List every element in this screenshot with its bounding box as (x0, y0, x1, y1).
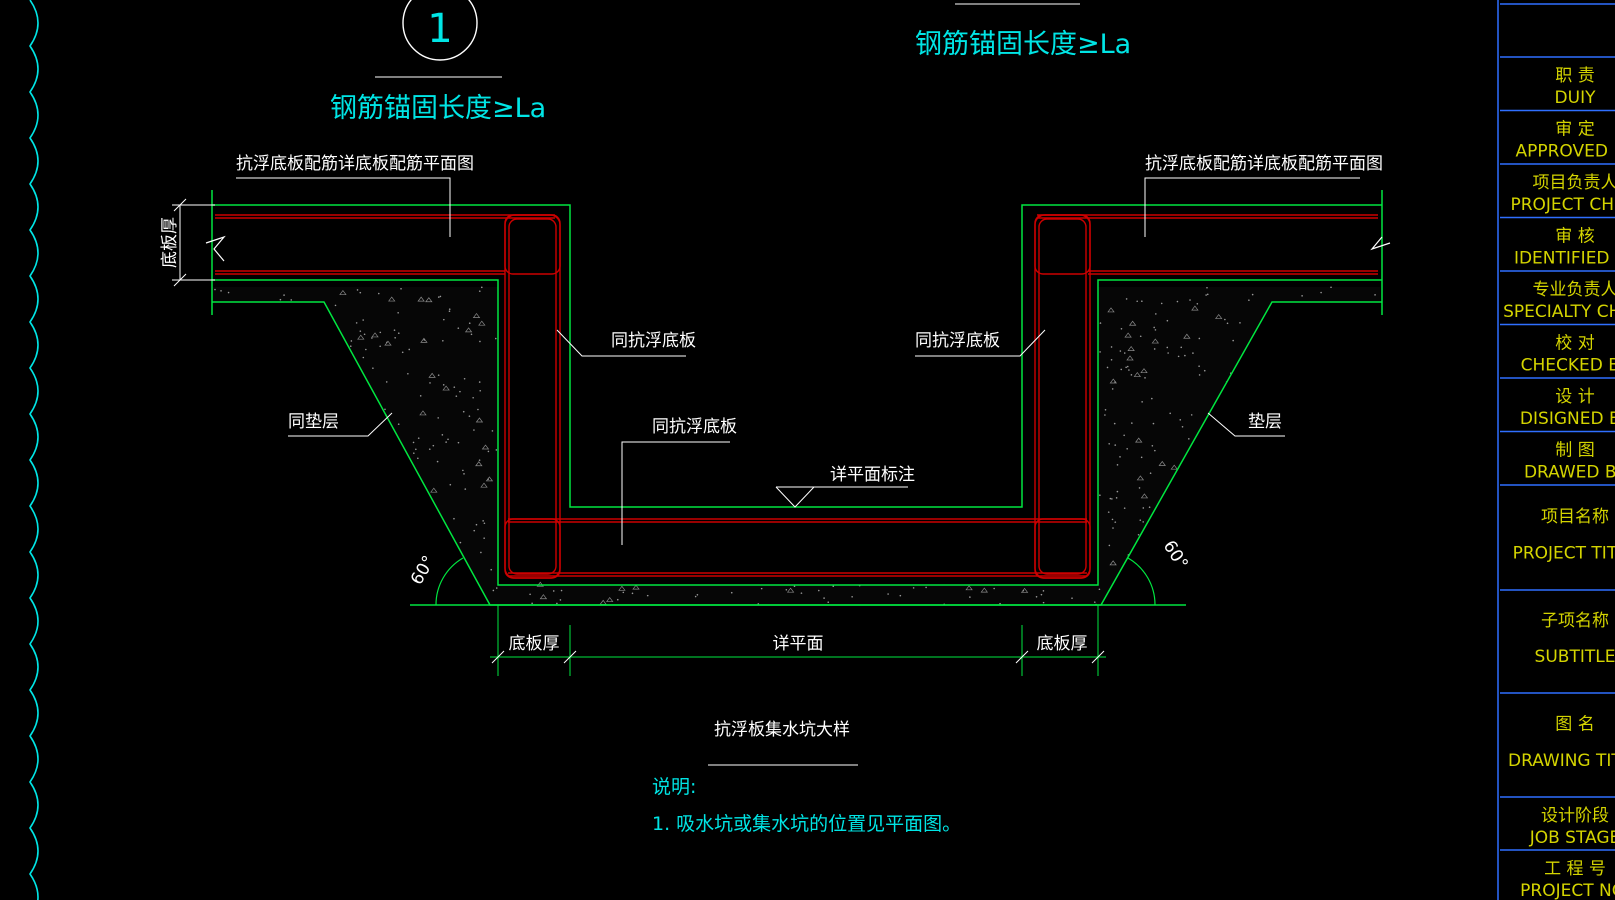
break-symbol-right (1370, 236, 1391, 251)
title-block-project-name-en: PROJECT TITLE (1513, 544, 1615, 564)
anchorage-note-right: 钢筋锚固长度≥La (915, 29, 1131, 60)
cushion-hatch (212, 286, 1380, 606)
angle-right: 60° (1159, 537, 1192, 573)
title-block-role-en: DISIGNED BY (1520, 409, 1615, 429)
callout-level: 详平面标注 (830, 465, 915, 485)
dim-slab-thickness-vertical-text: 底板厚 (160, 217, 180, 268)
rebar (215, 214, 1378, 579)
dim-slab-thickness-left: 底板厚 (509, 634, 560, 654)
title-block-subtitle: 子项名称 (1541, 611, 1609, 631)
title-block-role-en: CHECKED BY (1521, 356, 1615, 376)
title-block-role-en: SPECIALTY CHIEF (1503, 302, 1615, 322)
callout-same-as-slab-left: 同抗浮底板 (611, 331, 696, 351)
dim-slab-thickness-vertical (172, 198, 215, 287)
title-block-role: 校 对 (1555, 334, 1594, 354)
dim-plan: 详平面 (773, 634, 824, 654)
title-block-drawing-title-en: DRAWING TITLE (1508, 751, 1615, 771)
drawing-title: 抗浮板集水坑大样 (714, 720, 850, 740)
title-block-role-en: APPROVED BY (1515, 142, 1615, 162)
angle-arc-right (1127, 557, 1156, 606)
leaders (236, 177, 1360, 545)
title-block-role-en: DUIY (1555, 88, 1597, 108)
callout-cushion: 垫层 (1248, 412, 1282, 432)
title-block-project-no: 工 程 号 (1544, 859, 1606, 879)
title-block-job-stage-en: JOB STAGE (1529, 828, 1615, 848)
break-symbol-left (205, 235, 226, 262)
callout-same-cushion: 同垫层 (288, 412, 339, 432)
title-block-drawing-title: 图 名 (1555, 714, 1594, 734)
notes-heading: 说明: (652, 776, 696, 798)
title-block-role-en: PROJECT CHIEF (1510, 195, 1615, 215)
title-block-role: 设 计 (1555, 387, 1594, 407)
callout-slab-rebar-right: 抗浮底板配筋详底板配筋平面图 (1145, 154, 1383, 174)
callout-same-as-slab-right: 同抗浮底板 (915, 331, 1000, 351)
detail-bubble: 1 (402, 0, 478, 61)
title-block-role: 项目负责人 (1533, 173, 1615, 193)
note-1: 1. 吸水坑或集水坑的位置见平面图。 (652, 813, 961, 835)
revision-cloud-border (29, 0, 39, 900)
angle-left: 60° (407, 552, 439, 588)
title-block-role: 审 定 (1555, 120, 1594, 140)
title-block-project-no-en: PROJECT NO. (1520, 881, 1615, 900)
title-block-project-name: 项目名称 (1541, 507, 1609, 527)
title-block-role-en: DRAWED BY (1524, 463, 1615, 483)
angle-arc-left (435, 557, 464, 606)
title-block-job-stage: 设计阶段 (1541, 806, 1609, 826)
callout-same-as-slab-bottom: 同抗浮底板 (652, 417, 737, 437)
title-block-role-en: IDENTIFIED BY (1514, 249, 1615, 269)
title-block-role: 职 责 (1555, 66, 1594, 86)
dim-slab-thickness-right: 底板厚 (1037, 634, 1088, 654)
title-block-role: 审 核 (1555, 227, 1594, 247)
title-block-role: 制 图 (1555, 441, 1594, 461)
detail-number: 1 (427, 6, 452, 52)
dim-horizontal (490, 605, 1106, 676)
callout-slab-rebar-left: 抗浮底板配筋详底板配筋平面图 (236, 154, 474, 174)
title-block-role: 专业负责人 (1533, 280, 1615, 300)
concrete-outline (211, 190, 1383, 606)
title-block-subtitle-en: SUBTITLE (1535, 647, 1615, 667)
anchorage-note-left: 钢筋锚固长度≥La (330, 93, 546, 124)
